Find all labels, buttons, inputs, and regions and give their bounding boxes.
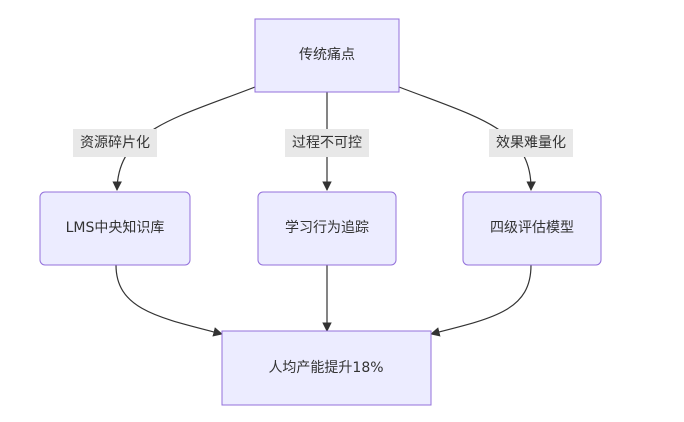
edge-top-to-left [112, 86, 256, 191]
node-left: LMS中央知识库 [39, 191, 191, 266]
edge-label-top-right-text: 效果难量化 [496, 135, 566, 151]
node-right-label: 四级评估模型 [490, 220, 574, 236]
node-top: 传统痛点 [254, 18, 400, 93]
node-left-label: LMS中央知识库 [66, 219, 165, 236]
node-middle-label: 学习行为追踪 [285, 220, 369, 236]
edge-right-to-bottom [430, 264, 532, 337]
node-top-label: 传统痛点 [299, 46, 355, 63]
edge-label-top-right: 效果难量化 [489, 129, 573, 157]
edge-label-top-middle-text: 过程不可控 [292, 135, 362, 151]
node-bottom: 人均产能提升18% [221, 330, 432, 406]
node-right: 四级评估模型 [462, 191, 602, 266]
edge-label-top-left: 资源碎片化 [73, 129, 157, 157]
node-bottom-label: 人均产能提升18% [268, 360, 383, 376]
node-middle: 学习行为追踪 [257, 191, 397, 266]
edge-left-to-bottom [115, 264, 223, 337]
edge-label-top-middle: 过程不可控 [285, 129, 369, 157]
edge-top-to-right [398, 86, 536, 191]
edge-label-top-left-text: 资源碎片化 [80, 135, 150, 151]
